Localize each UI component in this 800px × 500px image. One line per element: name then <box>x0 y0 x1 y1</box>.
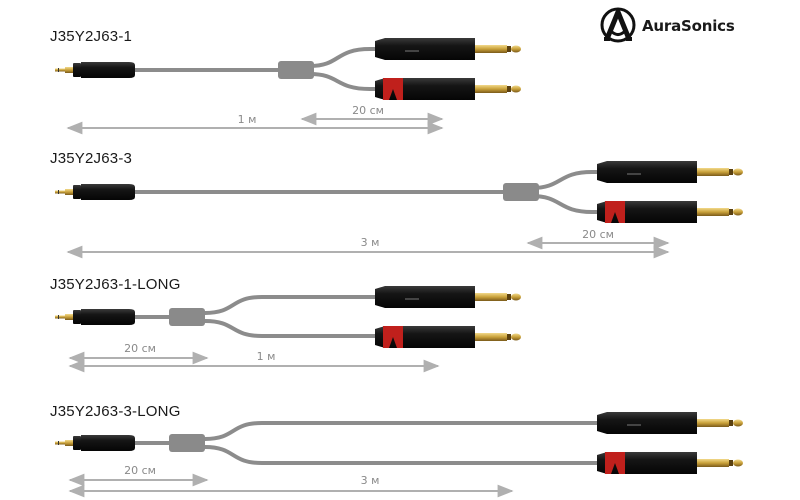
cable-4-total-length: 3 м <box>360 474 380 487</box>
cable-1 <box>55 38 521 135</box>
cable-4-model: J35Y2J63-3-LONG <box>50 403 181 420</box>
aurasonics-logo-icon <box>600 7 636 43</box>
cable-2-model: J35Y2J63-3 <box>50 150 133 167</box>
cable-3-model: J35Y2J63-1-LONG <box>50 276 181 293</box>
jack-6.3mm-red-icon <box>375 78 521 100</box>
splitter-icon <box>278 61 314 79</box>
cable-2 <box>55 161 743 259</box>
mini-jack-3.5mm-icon <box>55 62 135 78</box>
cable-1-model: J35Y2J63-1 <box>50 28 133 45</box>
cable-4 <box>55 412 743 498</box>
brand-logo: AuraSonics <box>598 6 735 46</box>
brand-name: AuraSonics <box>642 17 735 35</box>
cable-3 <box>55 286 521 373</box>
jack-6.3mm-icon <box>375 38 521 60</box>
